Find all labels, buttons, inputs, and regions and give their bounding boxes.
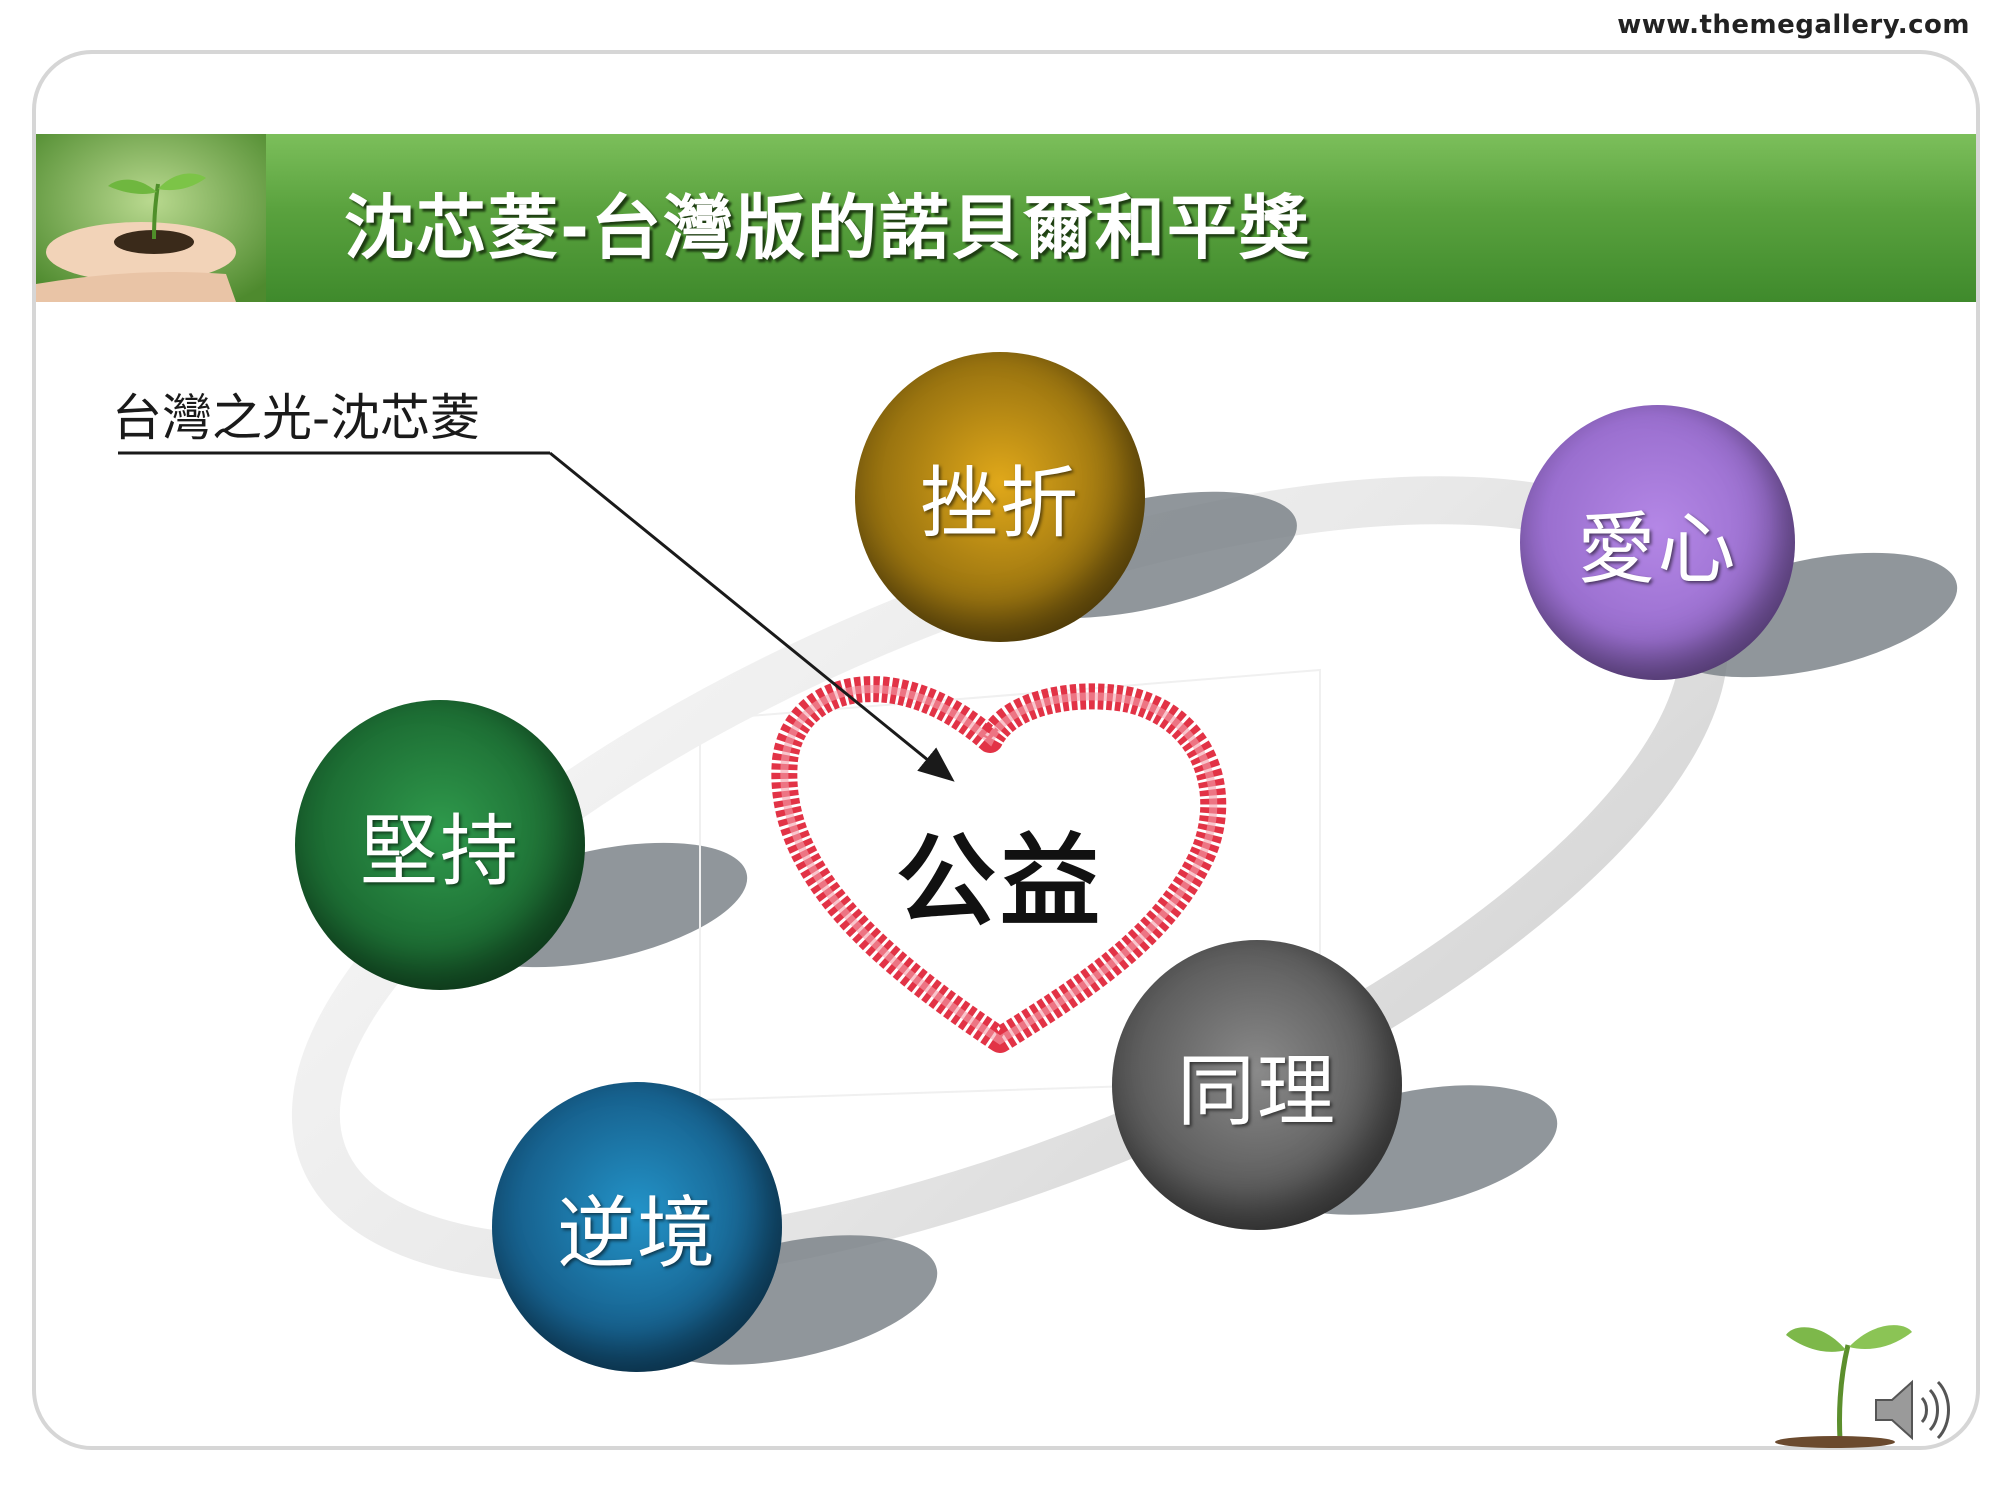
title-bar: 沈芯菱-台灣版的諾貝爾和平獎 (36, 134, 1976, 302)
node-frustration: 挫折 (855, 352, 1145, 642)
node-persistence: 堅持 (295, 700, 585, 990)
callout-arrow (549, 451, 955, 782)
heart-texture (780, 685, 1218, 1045)
node-love: 愛心 (1520, 405, 1795, 680)
slide-title: 沈芯菱-台灣版的諾貝爾和平獎 (344, 187, 1312, 269)
callout-label: 台灣之光-沈芯菱 (112, 389, 481, 447)
sprout-icon (1775, 1325, 1912, 1448)
site-url[interactable]: www.themegallery.com (1617, 10, 1970, 40)
hand-sprout-photo (36, 134, 266, 302)
node-empathy: 同理 (1112, 940, 1402, 1230)
node-adversity: 逆境 (492, 1082, 782, 1372)
speaker-icon[interactable] (1868, 1370, 1958, 1450)
center-label: 公益 (896, 823, 1104, 940)
